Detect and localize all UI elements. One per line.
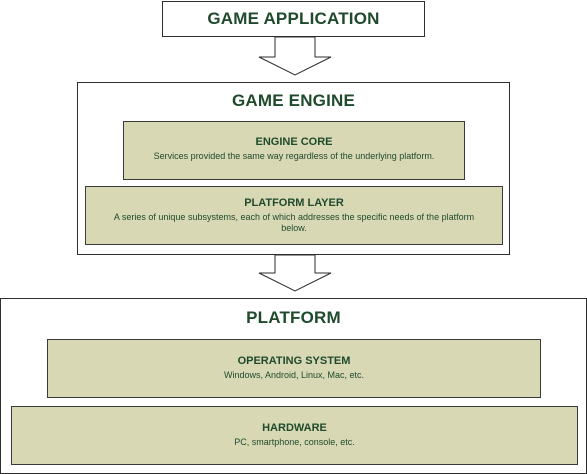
platform-layer-title: PLATFORM LAYER	[244, 197, 344, 209]
hardware-description: PC, smartphone, console, etc.	[234, 437, 355, 447]
engine-core-title: ENGINE CORE	[255, 136, 333, 148]
game-engine-title: GAME ENGINE	[231, 91, 356, 110]
platform-layer-box: PLATFORM LAYER A series of unique subsys…	[85, 186, 503, 245]
game-engine-box: GAME ENGINE ENGINE CORE Services provide…	[77, 82, 510, 255]
operating-system-box: OPERATING SYSTEM Windows, Android, Linux…	[47, 339, 541, 398]
game-application-title: GAME APPLICATION	[207, 9, 380, 28]
platform-box: PLATFORM OPERATING SYSTEM Windows, Andro…	[0, 298, 587, 474]
platform-layer-description: A series of unique subsystems, each of w…	[113, 212, 475, 233]
platform-title: PLATFORM	[246, 308, 341, 327]
operating-system-description: Windows, Android, Linux, Mac, etc.	[223, 370, 365, 380]
engine-core-box: ENGINE CORE Services provided the same w…	[123, 121, 465, 180]
down-arrow-application-to-engine	[258, 36, 332, 76]
game-application-box: GAME APPLICATION	[162, 1, 425, 37]
hardware-box: HARDWARE PC, smartphone, console, etc.	[11, 406, 578, 465]
down-arrow-engine-to-platform	[258, 254, 332, 292]
hardware-title: HARDWARE	[262, 422, 327, 434]
operating-system-title: OPERATING SYSTEM	[237, 355, 351, 367]
engine-core-description: Services provided the same way regardles…	[153, 151, 435, 161]
